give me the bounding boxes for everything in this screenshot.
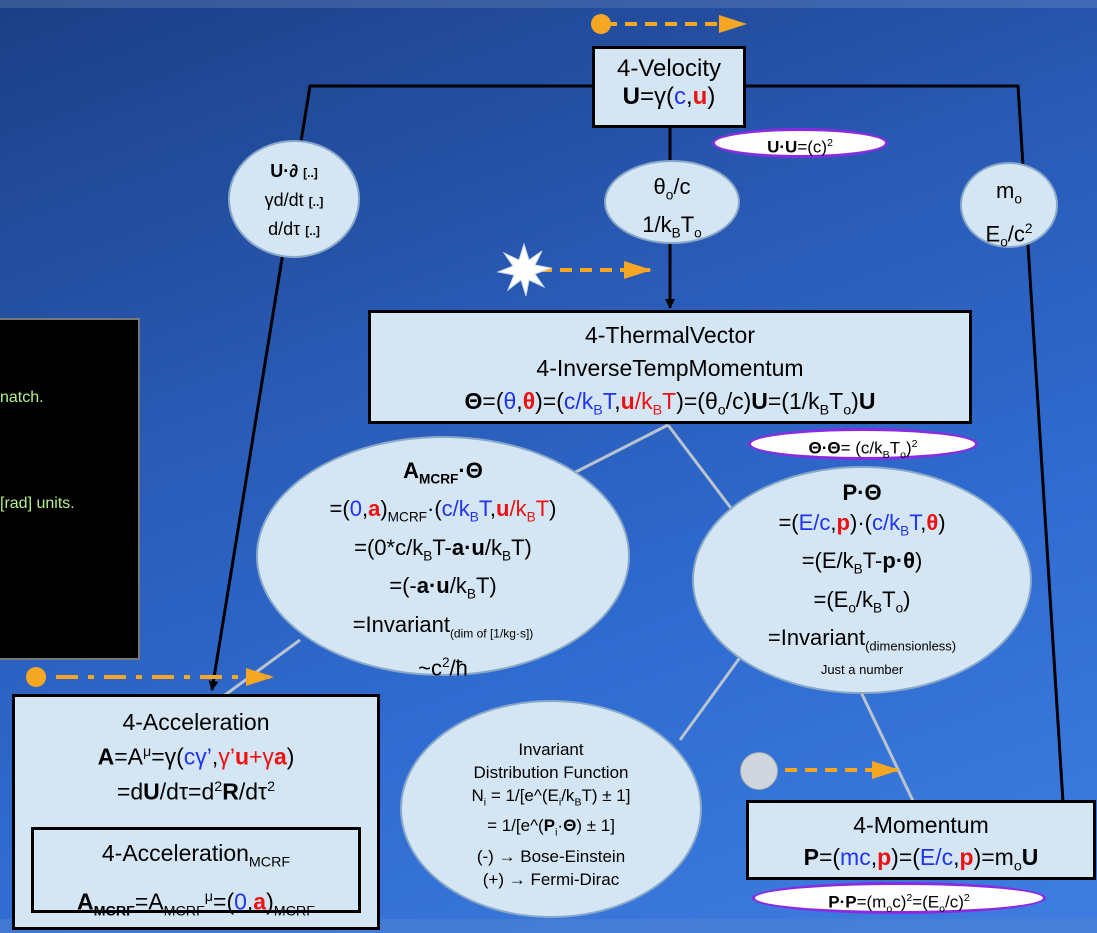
velocity-title: 4-Velocity (616, 55, 722, 82)
acceleration-mcrf-box: 4-AccelerationMCRF AMCRF=AMCRFμ=(0,a)MCR… (31, 827, 361, 919)
orange-dot-icon (591, 14, 611, 34)
console-line: natch. (0, 389, 44, 406)
momentum-title: 4-Momentum (853, 812, 989, 838)
thermal-title-1: 4-ThermalVector (584, 322, 755, 348)
acceleration-box: 4-Acceleration A=Aμ=γ(cγ’,γ’u+γa) =dU/dτ… (12, 694, 380, 930)
amcrf-theta-ellipse: AMCRF·Θ =(0,a)MCRF·(c/kBT,u/kBT) =(0*c/k… (256, 436, 630, 680)
theta-coefficient-ellipse: θo/c 1/kBTo (604, 160, 740, 244)
thermal-title-2: 4-InverseTempMomentum (536, 355, 804, 381)
mass-coefficient-ellipse: mo Eo/c2 (960, 162, 1058, 250)
gray-circle-icon (740, 752, 778, 790)
connector-amcrf-to-accel (224, 638, 301, 697)
connector-thermal-to-ptheta (666, 424, 742, 521)
thermal-vector-box: 4-ThermalVector 4-InverseTempMomentum Θ=… (368, 310, 972, 424)
p-theta-ellipse: P·Θ =(E/c,p)·(c/kBT,θ) =(E/kBT-p·θ) =(Eo… (692, 466, 1032, 694)
console-panel: natch. [rad] units. (0, 318, 140, 660)
orange-dot-icon (26, 667, 46, 687)
distribution-function-ellipse: Invariant Distribution Function Ni = 1/[… (400, 700, 702, 918)
velocity-equation: U=γ(c,u) (622, 83, 716, 110)
starburst-icon (496, 242, 553, 297)
arrow-velocity-to-acceleration (208, 84, 595, 691)
thermal-equation: Θ=(θ,θ)=(c/kBT,u/kBT)=(θo/c)U=(1/kBTo)U (464, 388, 876, 419)
uu-invariant-pill: U·U=(c)2 (712, 128, 888, 158)
momentum-box: 4-Momentum P=(mc,p)=(E/c,p)=moU (746, 800, 1096, 880)
acceleration-title: 4-Acceleration (122, 709, 270, 735)
pp-invariant-pill: P·P=(moc)2=(Eo/c)2 (752, 882, 1046, 915)
arrow-velocity-to-momentum (746, 84, 1069, 819)
theta-theta-invariant-pill: Θ·Θ= (c/kBTo)2 (748, 428, 978, 461)
velocity-box: 4-Velocity U=γ(c,u) (592, 46, 746, 128)
connector-thermal-to-amcrf (559, 423, 669, 482)
console-line: [rad] units. (0, 495, 75, 512)
connector-ptheta-to-momentum (858, 689, 917, 806)
derivative-operators-ellipse: U·∂ [..] γd/dt [..] d/dτ [..] (228, 140, 360, 258)
